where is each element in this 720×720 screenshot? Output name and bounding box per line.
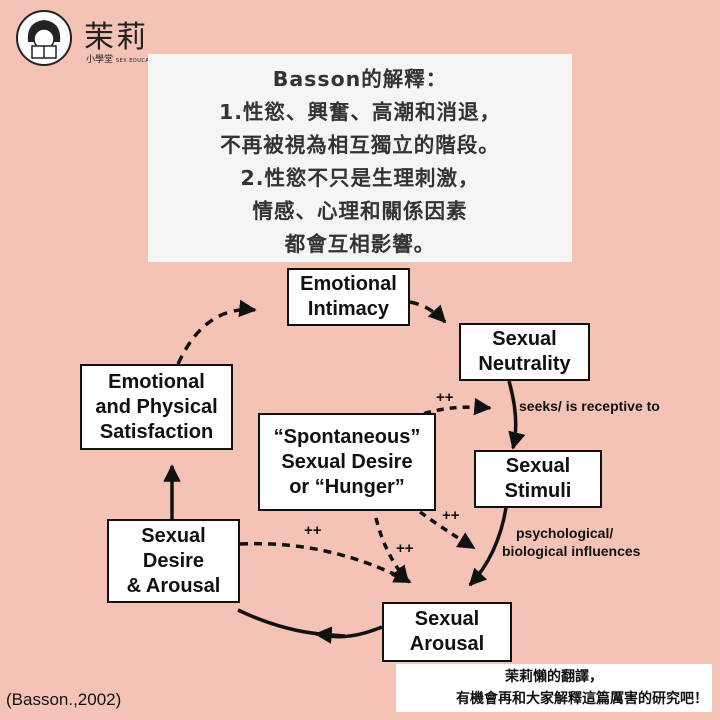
node-text: Sexual [492, 328, 557, 350]
arrow-spontaneous-to-arousal-2 [418, 510, 476, 550]
label-influences-2: biological influences [502, 543, 641, 559]
plus-plus-1: ++ [436, 389, 454, 406]
brand-subtitle-text: 小學堂 [86, 55, 114, 65]
node-text: Sexual [141, 524, 206, 547]
node-text: Desire [142, 549, 205, 572]
brand-name: 茉莉 [84, 20, 148, 55]
node-text: Sexual Desire [281, 450, 413, 473]
arrow-neutrality-to-stimuli [507, 380, 526, 450]
intro-panel: Basson的解釋： 1.性慾、興奮、高潮和消退， 不再被視為相互獨立的階段。 … [148, 54, 572, 262]
intro-line-5: 情感、心理和關係因素 [252, 199, 468, 223]
node-text: Stimuli [504, 480, 572, 502]
plus-plus-3: ++ [396, 540, 414, 557]
brand-subtitle: 小學堂 SEX EDUCATION [86, 52, 163, 65]
node-text: Arousal [409, 633, 485, 655]
intro-line-1: Basson的解釋： [272, 67, 448, 91]
intro-line-6: 都會互相影響。 [284, 232, 436, 256]
note-line-1: 茉莉懶的翻譯， [505, 669, 603, 685]
arrow-stimuli-to-arousal [468, 507, 508, 587]
node-text: and Physical [95, 395, 218, 418]
node-text: Satisfaction [99, 420, 214, 443]
node-text: Emotional [300, 273, 397, 295]
label-receptive: seeks/ is receptive to [519, 398, 660, 414]
arrow-desire-to-arousal [239, 541, 412, 584]
intro-line-4: 2.性慾不只是生理刺激， [240, 166, 480, 190]
note-line-2: 有機會再和大家解釋這篇厲害的研究吧！ [456, 691, 708, 707]
intro-line-3: 不再被視為相互獨立的階段。 [220, 133, 500, 157]
translator-note: 茉莉懶的翻譯， 有機會再和大家解釋這篇厲害的研究吧！ [396, 664, 712, 712]
label-influences-1: psychological/ [516, 525, 614, 541]
plus-plus-2: ++ [442, 507, 460, 524]
brand-subtitle-small: SEX EDUCATION [115, 58, 164, 64]
plus-plus-4: ++ [304, 522, 322, 539]
arrow-satisfaction-to-intimacy [176, 299, 257, 365]
node-text: Sexual [505, 455, 571, 477]
logo-avatar [16, 10, 72, 66]
citation: (Basson.,2002) [6, 690, 122, 709]
node-text: Neutrality [478, 353, 571, 375]
arrow-intimacy-to-neutrality [409, 300, 447, 324]
node-text: Intimacy [307, 298, 390, 320]
intro-line-2: 1.性慾、興奮、高潮和消退， [218, 100, 502, 124]
node-text: “Spontaneous” [273, 425, 421, 448]
node-text: Emotional [108, 370, 205, 393]
node-text: or “Hunger” [289, 475, 405, 498]
reading-girl-icon [27, 20, 61, 59]
node-text: Sexual [414, 608, 480, 630]
node-text: & Arousal [126, 574, 221, 597]
